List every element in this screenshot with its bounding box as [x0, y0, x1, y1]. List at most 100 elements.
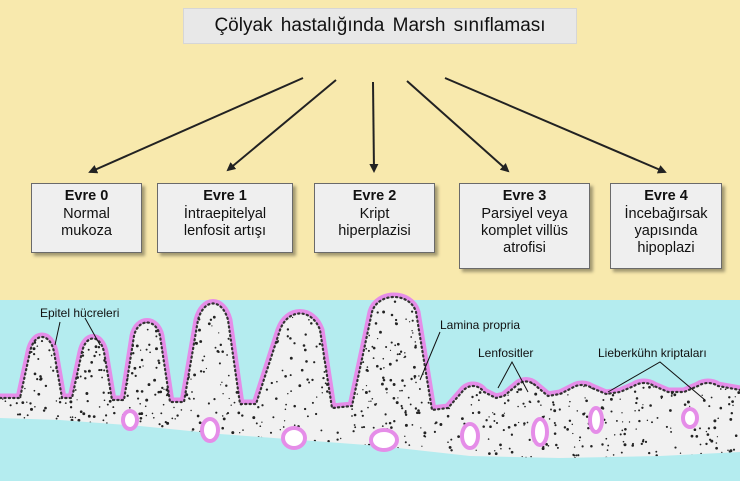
lymphocyte-dot: [227, 374, 230, 377]
lymphocyte-dot: [587, 426, 590, 430]
lymphocyte-dot: [152, 416, 155, 419]
lymphocyte-dot: [310, 322, 313, 325]
lymphocyte-dot: [619, 398, 621, 400]
lymphocyte-dot: [710, 396, 713, 399]
lymphocyte-dot: [671, 393, 673, 395]
lymphocyte-dot: [410, 377, 413, 381]
crypt: [460, 422, 480, 450]
lymphocyte-dot: [226, 413, 228, 415]
lymphocyte-dot: [368, 334, 371, 337]
lymphocyte-dot: [728, 403, 731, 406]
lymphocyte-dot: [656, 416, 659, 419]
crypt: [369, 428, 399, 452]
lymphocyte-dot: [729, 417, 733, 421]
lymphocyte-dot: [138, 412, 142, 416]
lymphocyte-dot: [140, 412, 144, 416]
lymphocyte-dot: [135, 389, 139, 393]
lymphocyte-dot: [635, 428, 637, 430]
stage-0-line-1: Normal: [63, 206, 110, 222]
lymphocyte-dot: [326, 390, 329, 393]
lymphocyte-dot: [420, 401, 423, 404]
lymphocyte-dot: [281, 369, 284, 372]
lymphocyte-dot: [289, 356, 293, 360]
lymphocyte-dot: [354, 426, 357, 429]
lymphocyte-dot: [241, 414, 244, 417]
lymphocyte-dot: [492, 412, 494, 414]
lymphocyte-dot: [524, 405, 526, 408]
lymphocyte-dot: [732, 404, 734, 407]
lymphocyte-dot: [699, 443, 702, 446]
lymphocyte-dot: [321, 392, 323, 394]
lymphocyte-dot: [519, 388, 523, 391]
lymphocyte-dot: [360, 410, 363, 413]
lymphocyte-dot: [64, 402, 67, 405]
lymphocyte-dot: [414, 341, 417, 343]
lymphocyte-dot: [298, 384, 302, 388]
lymphocyte-dot: [503, 402, 506, 405]
lymphocyte-dot: [225, 384, 228, 387]
lymphocyte-dot: [716, 436, 719, 438]
stage-2-name: Evre 2: [352, 188, 397, 204]
lymphocyte-dot: [367, 349, 370, 352]
lymphocyte-dot: [87, 369, 91, 373]
lymphocyte-dot: [191, 428, 195, 431]
pointer-epithelium-2: [84, 317, 101, 346]
lymphocyte-dot: [631, 444, 634, 447]
lymphocyte-dot: [351, 408, 353, 410]
lymphocyte-dot: [695, 435, 699, 438]
lymphocyte-dot: [155, 329, 158, 333]
lymphocyte-dot: [227, 337, 230, 340]
lymphocyte-dot: [399, 350, 403, 353]
lymphocyte-dot: [572, 432, 574, 435]
lymphocyte-dot: [74, 389, 77, 391]
lymphocyte-dot: [522, 402, 525, 405]
lymphocyte-dot: [300, 368, 304, 372]
lymphocyte-dot: [84, 370, 87, 373]
lymphocyte-dot: [112, 406, 115, 409]
pointer-crypts: [607, 361, 706, 401]
lymphocyte-dot: [413, 375, 417, 378]
lymphocyte-dot: [69, 400, 73, 404]
label-lymphocytes: Lenfositler: [478, 346, 534, 360]
lymphocyte-dot: [138, 366, 142, 369]
lymphocyte-dot: [569, 400, 571, 403]
pointer-epithelium: [54, 321, 61, 346]
lymphocyte-dot: [376, 337, 379, 340]
lymphocyte-dot: [395, 359, 398, 362]
lymphocyte-dot: [398, 353, 401, 356]
lymphocyte-dot: [140, 358, 144, 362]
lymphocyte-dot: [211, 325, 213, 327]
lymphocyte-dot: [615, 419, 618, 422]
lymphocyte-dot: [82, 412, 86, 416]
lymphocyte-dot: [146, 328, 149, 331]
lymphocyte-dot: [404, 352, 406, 354]
lymphocyte-dot: [446, 414, 450, 418]
lymphocyte-dot: [371, 397, 374, 400]
lymphocyte-dot: [221, 426, 224, 430]
crypt-group: [121, 406, 699, 452]
lymphocyte-dot: [581, 445, 584, 448]
lymphocyte-dot: [368, 400, 370, 403]
crypt: [200, 417, 220, 443]
lymphocyte-dot: [542, 445, 545, 449]
lymphocyte-dot: [221, 381, 223, 383]
lymphocyte-dot: [86, 399, 89, 403]
lymphocyte-dot: [212, 315, 216, 319]
lymphocyte-dot: [450, 438, 453, 441]
lymphocyte-dot: [293, 424, 296, 427]
lymphocyte-dot: [493, 450, 496, 452]
lymphocyte-dot: [376, 311, 379, 314]
stage-4-name: Evre 4: [644, 188, 688, 204]
lymphocyte-dot: [734, 434, 738, 437]
lymphocyte-dot: [383, 367, 385, 369]
lymphocyte-dot: [173, 406, 175, 409]
lymphocyte-dot: [494, 452, 498, 456]
lymphocyte-dot: [311, 401, 314, 404]
lymphocyte-dot: [55, 417, 58, 420]
stage-2-line-1: Kript: [359, 206, 390, 222]
lymphocyte-dot: [649, 404, 652, 407]
lymphocyte-dot: [471, 395, 474, 399]
lymphocyte-dot: [324, 382, 327, 385]
